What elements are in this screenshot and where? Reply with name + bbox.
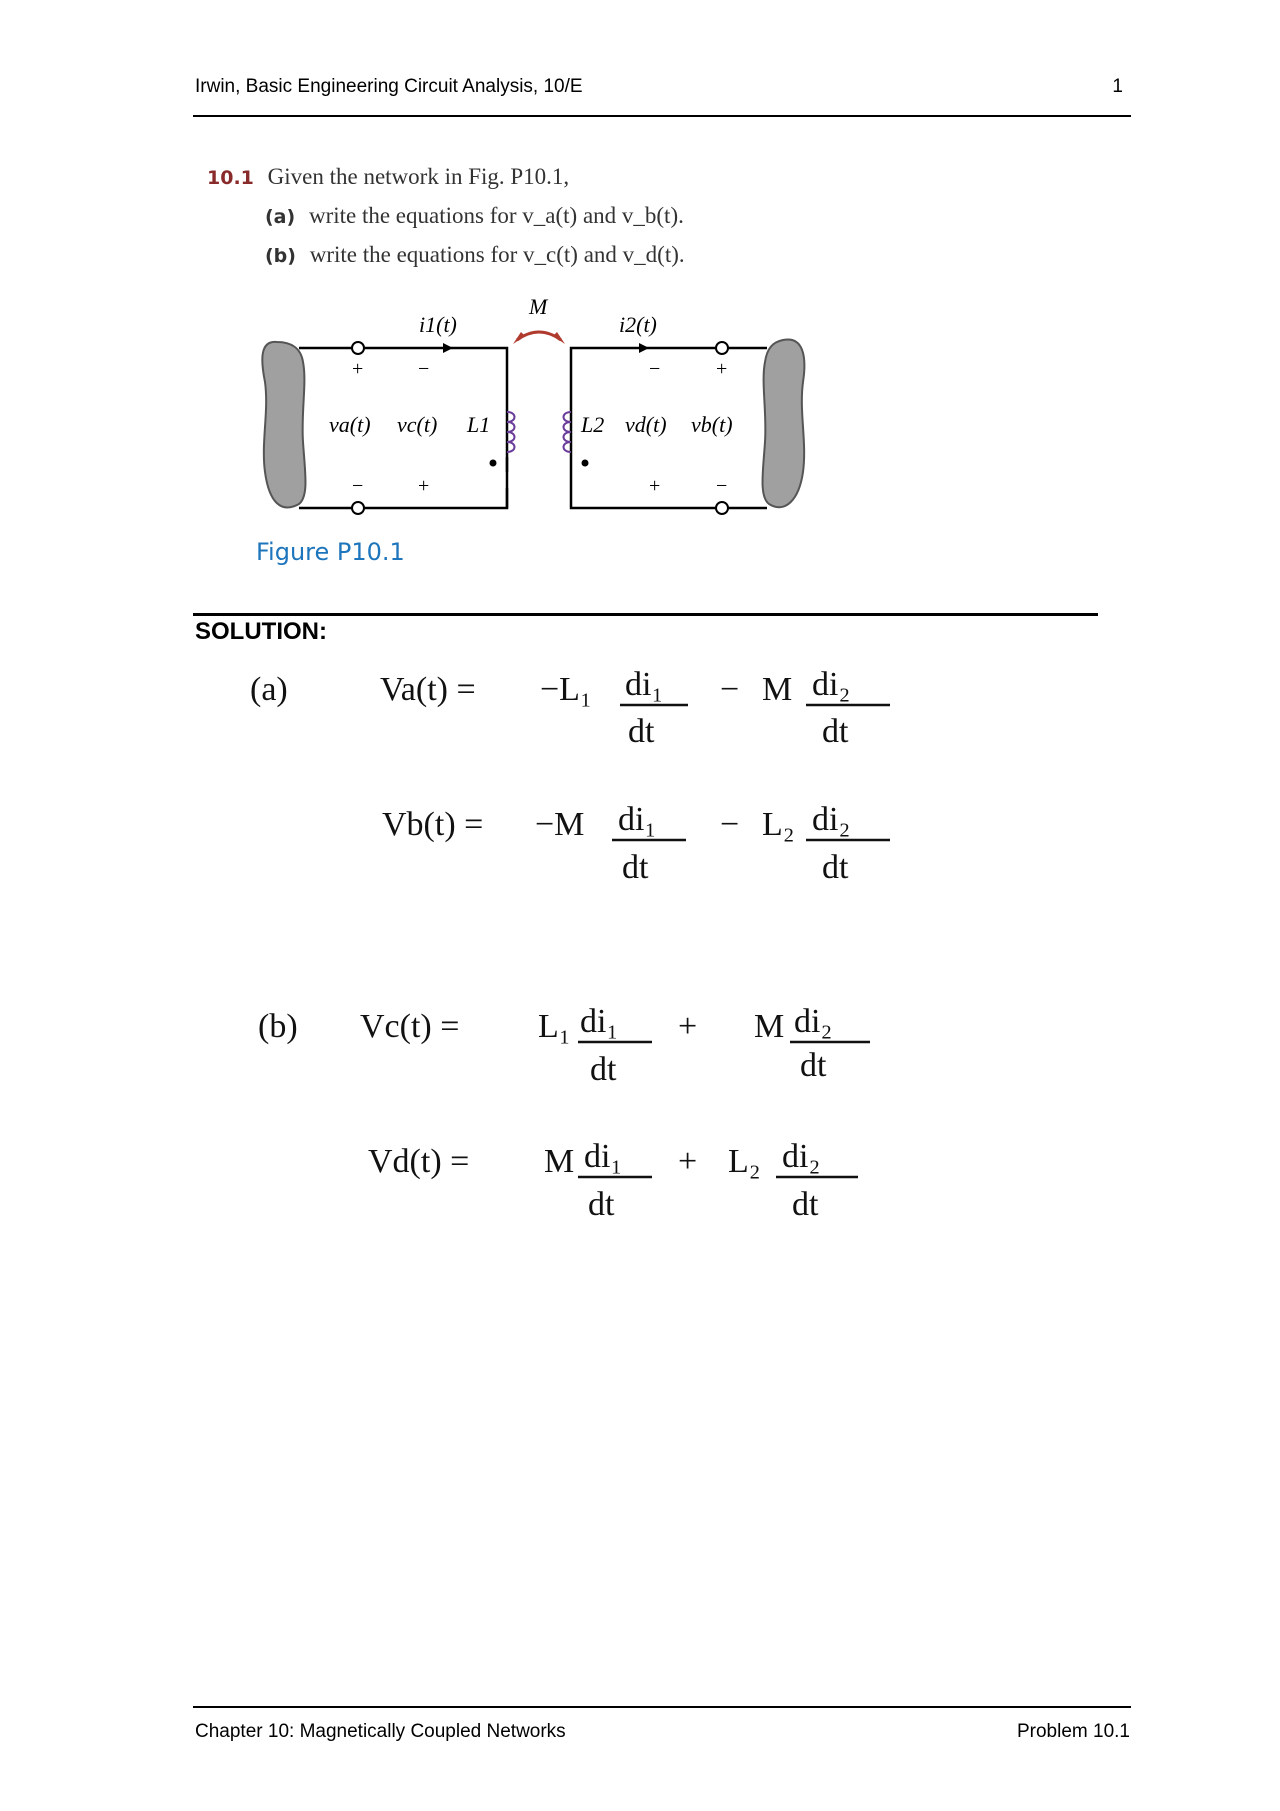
problem-part-b-text: write the equations for v_c(t) and v_d(t…	[309, 242, 685, 267]
i2-arrow	[639, 343, 649, 353]
vd-plus: +	[649, 475, 660, 497]
va-plus: +	[352, 358, 363, 380]
i1-arrow	[443, 343, 453, 353]
label-va: va(t)	[329, 412, 371, 437]
label-vc: vc(t)	[397, 412, 437, 437]
problem-intro: Given the network in Fig. P10.1,	[267, 164, 570, 189]
left-top-wire	[299, 346, 509, 472]
problem-part-a-label: (a)	[265, 206, 296, 228]
va-lhs: Va(t) =	[380, 671, 476, 708]
circuit-figure: i1(t) i2(t) M va(t) vc(t) L1 L2 vd(t) vb…	[261, 294, 806, 515]
header-rule	[193, 115, 1131, 117]
problem-intro-line: 10.1 Given the network in Fig. P10.1,	[207, 158, 685, 197]
vd-term2-den: dt	[792, 1186, 819, 1223]
footer-problem: Problem 10.1	[1016, 1721, 1130, 1742]
vb-term1-num: di₁	[618, 801, 656, 838]
right-top-wire	[569, 346, 767, 510]
left-bottom-wire	[299, 488, 509, 510]
vc-plus: +	[418, 475, 429, 497]
vd-term2-coef: L₂	[728, 1143, 761, 1180]
solution-title: SOLUTION:	[195, 618, 327, 645]
running-header-title: Irwin, Basic Engineering Circuit Analysi…	[195, 76, 583, 97]
vc-term1-num: di₁	[580, 1003, 618, 1040]
va-minus: −	[352, 475, 363, 497]
footer-chapter: Chapter 10: Magnetically Coupled Network…	[195, 1721, 566, 1742]
problem-number: 10.1	[207, 167, 254, 189]
vc-term2-den: dt	[800, 1047, 827, 1084]
problem-part-b: (b) write the equations for v_c(t) and v…	[207, 236, 685, 275]
label-i1: i1(t)	[419, 312, 457, 337]
solution-b-label: (b)	[258, 1008, 298, 1045]
va-op: −	[720, 671, 739, 708]
va-term1-den: dt	[628, 713, 655, 750]
terminal-right-bottom	[715, 501, 729, 515]
vb-minus: −	[716, 475, 727, 497]
va-term1-num: di₁	[625, 666, 663, 703]
problem-statement: 10.1 Given the network in Fig. P10.1, (a…	[207, 158, 685, 275]
label-vb: vb(t)	[691, 412, 733, 437]
vc-lhs: Vc(t) =	[360, 1008, 459, 1045]
va-term1-coef: −L₁	[540, 671, 592, 708]
label-L2: L2	[580, 412, 604, 437]
vb-term2-den: dt	[822, 849, 849, 886]
vb-term2-num: di₂	[812, 801, 850, 838]
vc-minus: −	[418, 358, 429, 380]
problem-part-a-text: write the equations for v_a(t) and v_b(t…	[308, 203, 684, 228]
figure-caption: Figure P10.1	[256, 538, 405, 566]
label-M: M	[528, 294, 549, 319]
problem-part-b-label: (b)	[265, 245, 296, 267]
vc-term1-den: dt	[590, 1051, 617, 1088]
vb-term2-coef: L₂	[762, 806, 795, 843]
label-vd: vd(t)	[625, 412, 667, 437]
l1-polarity-dot	[489, 459, 497, 467]
vb-op: −	[720, 806, 739, 843]
va-term2-den: dt	[822, 713, 849, 750]
vd-term1-num: di₁	[584, 1138, 622, 1175]
vb-plus: +	[716, 358, 727, 380]
vd-minus: −	[649, 358, 660, 380]
page-number: 1	[1112, 76, 1123, 97]
vc-op: +	[678, 1008, 697, 1045]
left-network-blob	[261, 340, 307, 509]
vd-term2-num: di₂	[782, 1138, 820, 1175]
label-L1: L1	[466, 412, 490, 437]
va-term2-coef: M	[762, 671, 792, 708]
vd-lhs: Vd(t) =	[368, 1143, 469, 1180]
vc-term2-num: di₂	[794, 1003, 832, 1040]
vb-term1-coef: −M	[535, 806, 584, 843]
right-network-blob	[761, 338, 806, 509]
terminal-left-top	[351, 341, 365, 355]
terminal-right-top	[715, 341, 729, 355]
vd-term1-den: dt	[588, 1186, 615, 1223]
mutual-arrowhead-left	[513, 332, 525, 344]
terminal-left-bottom	[351, 501, 365, 515]
solution-rule	[193, 613, 1098, 616]
vc-term2-coef: M	[754, 1008, 784, 1045]
l2-coil	[562, 411, 572, 453]
solution-a-label: (a)	[250, 671, 288, 708]
l1-coil	[506, 411, 516, 453]
problem-part-a: (a) write the equations for v_a(t) and v…	[207, 197, 685, 236]
vb-lhs: Vb(t) =	[382, 806, 483, 843]
vc-term1-coef: L₁	[538, 1008, 571, 1045]
vd-op: +	[678, 1143, 697, 1180]
label-i2: i2(t)	[619, 312, 657, 337]
vd-term1-coef: M	[544, 1143, 574, 1180]
va-term2-num: di₂	[812, 666, 850, 703]
footer-rule	[193, 1706, 1131, 1708]
mutual-arrowhead-right	[553, 332, 565, 344]
vb-term1-den: dt	[622, 849, 649, 886]
handwritten-solution: (a) Va(t) = −L₁ di₁ dt − M di₂ dt Vb(t) …	[250, 666, 890, 1223]
l2-polarity-dot	[581, 459, 589, 467]
